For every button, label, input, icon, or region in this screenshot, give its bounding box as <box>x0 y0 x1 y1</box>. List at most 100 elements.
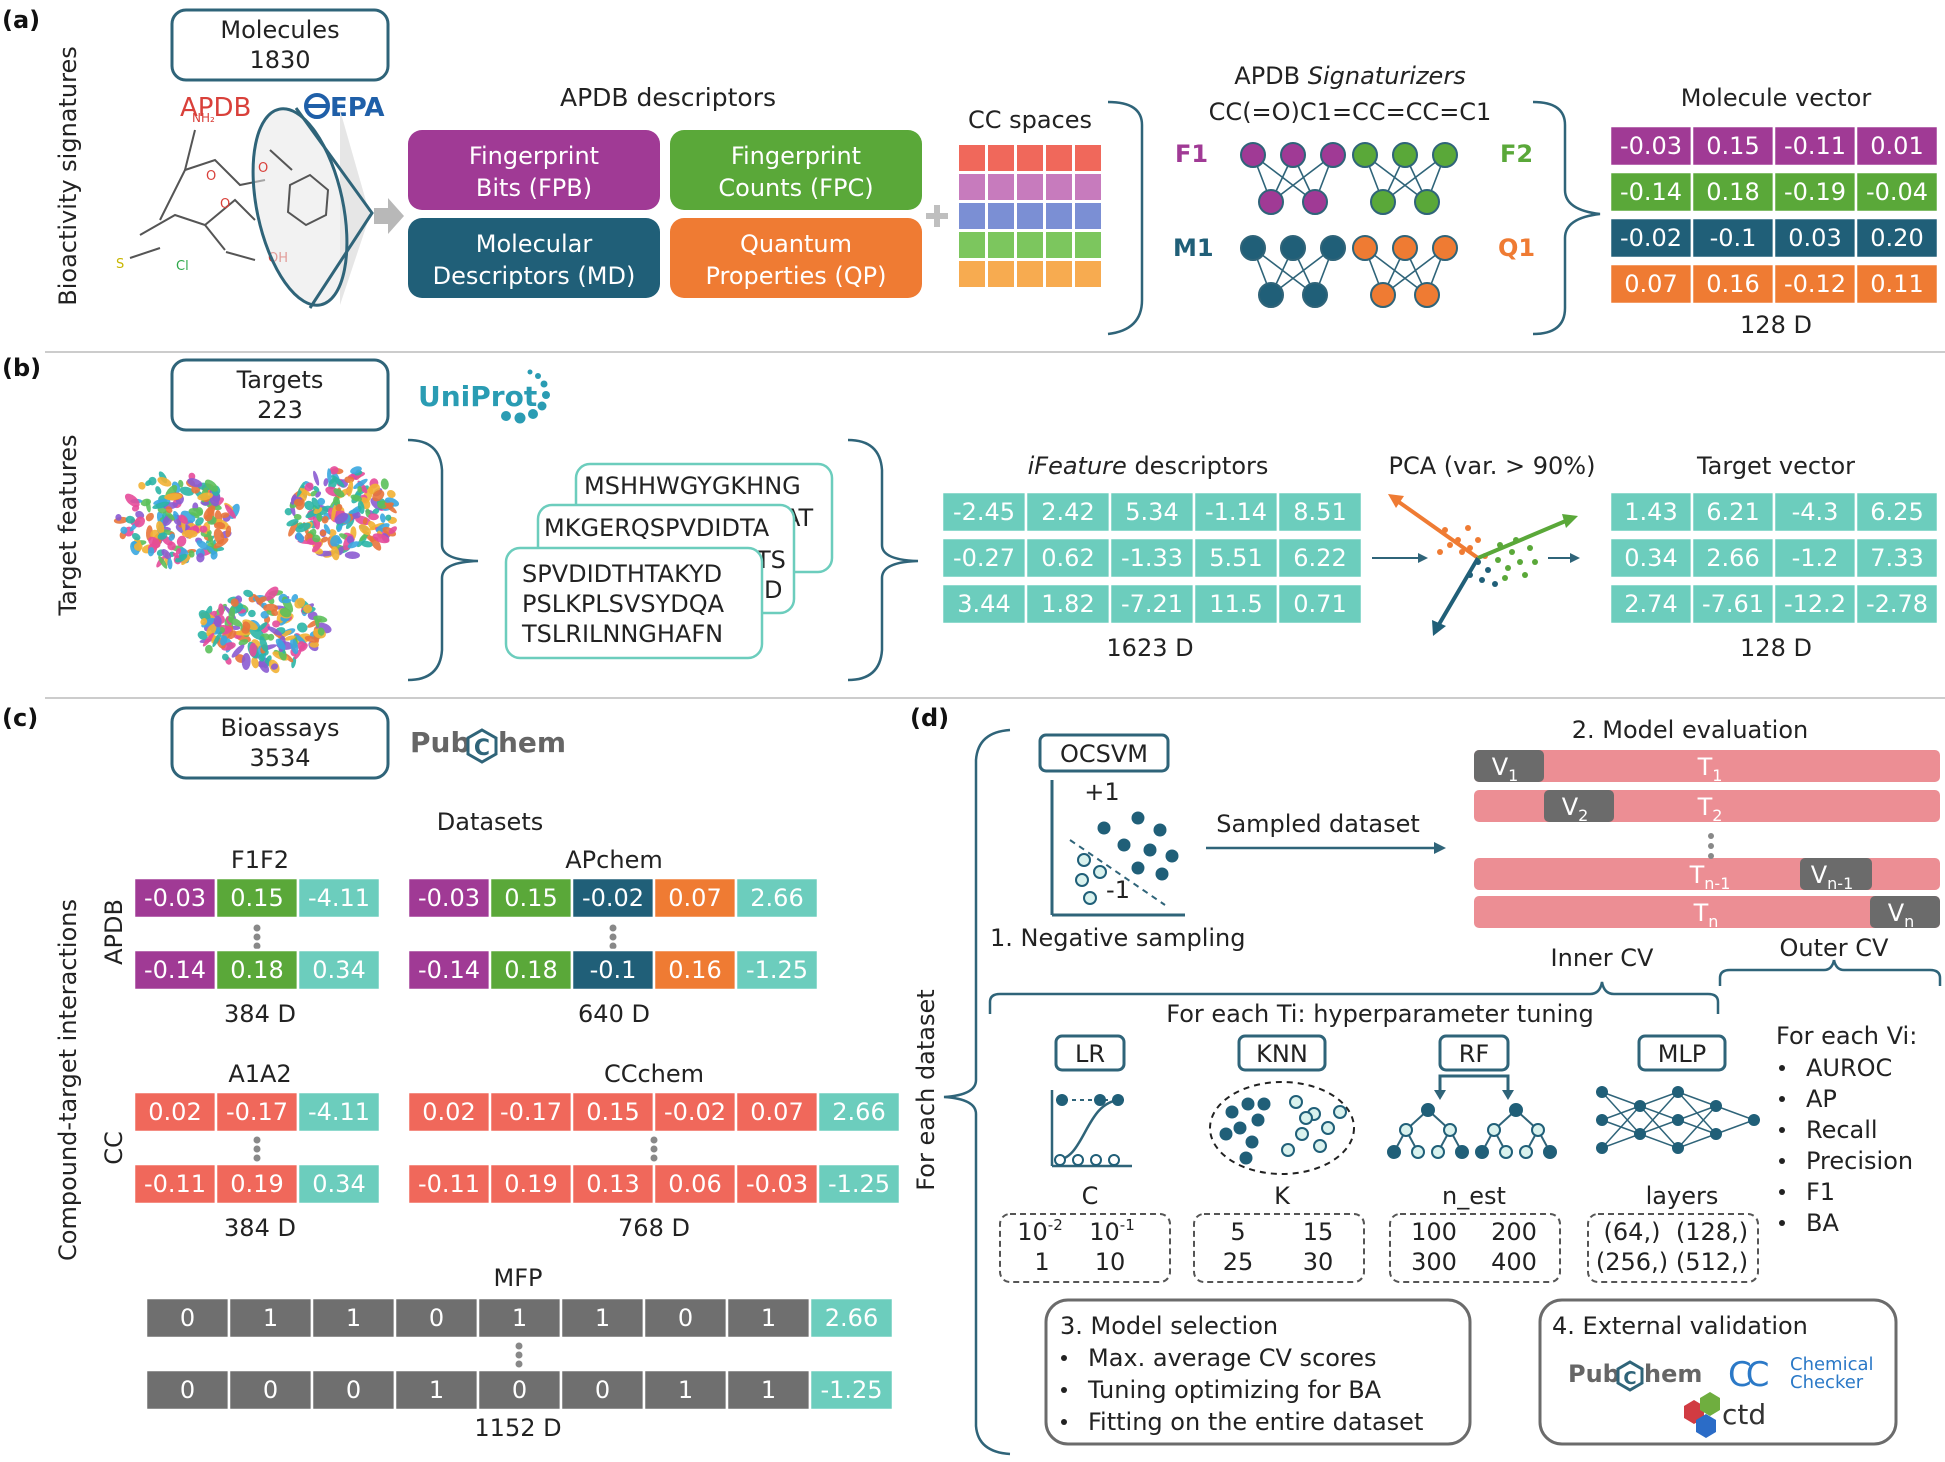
protein-b-fragment <box>353 478 368 490</box>
cc-grid-cell <box>1073 172 1103 202</box>
cc-grid-cell <box>1015 230 1045 260</box>
ifeature-cell <box>940 582 1028 626</box>
ocsvm-plus-one: +1 <box>1084 778 1119 806</box>
knn-grid-value: 25 <box>1223 1248 1254 1276</box>
molecule-vector-cell <box>1772 124 1858 168</box>
protein-c-fragment <box>284 635 296 641</box>
pca-point <box>1522 572 1528 578</box>
target-vector-dim: 128 D <box>1740 634 1812 662</box>
ccchem-bottom-cell <box>816 1162 902 1206</box>
uniprot-dots-icon <box>501 369 550 424</box>
protein-a-fragment <box>213 522 226 530</box>
pca-point <box>1437 549 1443 555</box>
molecule-vector-value: 0.20 <box>1870 224 1923 252</box>
mlp-node <box>1710 1100 1722 1112</box>
ifeature-cell <box>1108 490 1196 534</box>
pubchem-logo-small: Pub C hem <box>1568 1360 1702 1392</box>
mlp-grid-value: (512,) <box>1676 1248 1748 1276</box>
mlp-node <box>1634 1128 1646 1140</box>
ifeature-value: 5.51 <box>1209 544 1262 572</box>
protein-a-fragment <box>138 481 146 490</box>
a1a2-bottom-value: 0.19 <box>230 1170 283 1198</box>
mfp-bottom-value: 0 <box>512 1376 527 1404</box>
net-m1-node <box>1302 282 1328 308</box>
pca-plot-icon <box>1372 494 1580 636</box>
validation-fold-subscript: n-1 <box>1827 874 1853 893</box>
protein-b-fragment <box>357 500 365 514</box>
net-f1-node <box>1302 189 1328 215</box>
mfp-top-cell <box>227 1296 314 1340</box>
target-vector-value: -4.3 <box>1792 498 1839 526</box>
protein-a-fragment <box>156 521 165 534</box>
ctd-hexagons-icon <box>1684 1392 1720 1438</box>
ccchem-ellipsis <box>650 1154 658 1162</box>
molecule-sketch-icon <box>129 129 266 261</box>
apdb-descriptors-title: APDB descriptors <box>560 83 776 112</box>
net-q1-node <box>1432 235 1458 261</box>
cc-grid-cell <box>1044 230 1074 260</box>
protein-a-fragment <box>199 525 208 533</box>
mfp-top-value: 2.66 <box>825 1304 878 1332</box>
molecules-box <box>170 8 390 82</box>
model-box-rf <box>1438 1034 1510 1072</box>
cc-grid-cell <box>1073 259 1103 289</box>
f1f2-bottom-value: -0.14 <box>144 956 206 984</box>
rf-tree-2-node <box>1519 1145 1533 1159</box>
protein-a-fragment <box>164 510 175 521</box>
pubchem-logo: Pub C hem <box>410 726 566 764</box>
rf-tree-1-node <box>1443 1123 1457 1137</box>
lr-grid-exponent: -1 <box>1120 1216 1135 1234</box>
protein-a-fragment <box>204 479 218 492</box>
model-param-mlp: layers <box>1646 1182 1719 1210</box>
train-fold-subscript: n-1 <box>1704 874 1730 893</box>
knn-neighborhood <box>1209 1081 1355 1175</box>
a1a2-bottom-cell <box>296 1162 382 1206</box>
protein-b-fragment <box>347 480 354 497</box>
protein-c-fragment <box>257 596 267 603</box>
metric-bullet <box>1779 1065 1785 1071</box>
target-vector-cell <box>1854 536 1940 580</box>
protein-c-fragment <box>238 639 249 646</box>
model-eval-title: 2. Model evaluation <box>1572 716 1808 744</box>
mlp-edge <box>1677 1105 1717 1121</box>
protein-a-fragment <box>145 499 151 513</box>
molecule-vector-dim: 128 D <box>1740 311 1812 339</box>
rf-tree-1-node <box>1431 1145 1445 1159</box>
protein-b-fragment <box>358 524 371 536</box>
positive-point <box>1153 823 1167 837</box>
protein-b-fragment <box>336 524 343 533</box>
mfp-bottom-cell <box>725 1368 812 1412</box>
apchem-bottom-cell <box>406 948 492 992</box>
target-vector-value: 0.34 <box>1624 544 1677 572</box>
svg-text:O: O <box>220 197 230 212</box>
bioassays-box-count: 3534 <box>249 744 310 772</box>
ifeature-cell <box>1192 536 1280 580</box>
ccchem-bottom-cell <box>734 1162 820 1206</box>
protein-c-fragment <box>198 610 211 622</box>
protein-b-fragment <box>380 478 389 490</box>
smiles-string: CC(=O)C1=CC=CC=C1 <box>1209 98 1492 126</box>
mfp-top-cell <box>310 1296 397 1340</box>
metric-item: F1 <box>1806 1178 1835 1206</box>
cc-grid-cell <box>1044 201 1074 231</box>
protein-b-fragment <box>368 513 379 521</box>
mfp-ellipsis <box>515 1342 523 1350</box>
selection-item: Max. average CV scores <box>1088 1344 1377 1372</box>
target-vector-value: -12.2 <box>1784 590 1846 618</box>
molecule-vector-value: 0.11 <box>1870 270 1923 298</box>
chemical-checker-line2: Checker <box>1790 1372 1864 1393</box>
fpb-line2: Bits (FPB) <box>476 174 592 202</box>
f1f2-ellipsis <box>253 933 261 941</box>
negative-point <box>1077 853 1091 867</box>
mfp-top-value: 1 <box>761 1304 776 1332</box>
svg-text:S: S <box>116 257 124 272</box>
protein-c-fragment <box>251 657 259 669</box>
ccchem-bottom-value: -1.25 <box>828 1170 890 1198</box>
protein-c-fragment <box>314 616 320 628</box>
ccchem-bottom-value: -0.11 <box>418 1170 480 1198</box>
ifeature-value: -7.21 <box>1121 590 1183 618</box>
cc-grid-cell <box>957 143 987 173</box>
ccchem-bottom-value: 0.19 <box>504 1170 557 1198</box>
mlp-grid-value: (256,) <box>1596 1248 1668 1276</box>
ocsvm-minus-one: -1 <box>1106 876 1130 904</box>
